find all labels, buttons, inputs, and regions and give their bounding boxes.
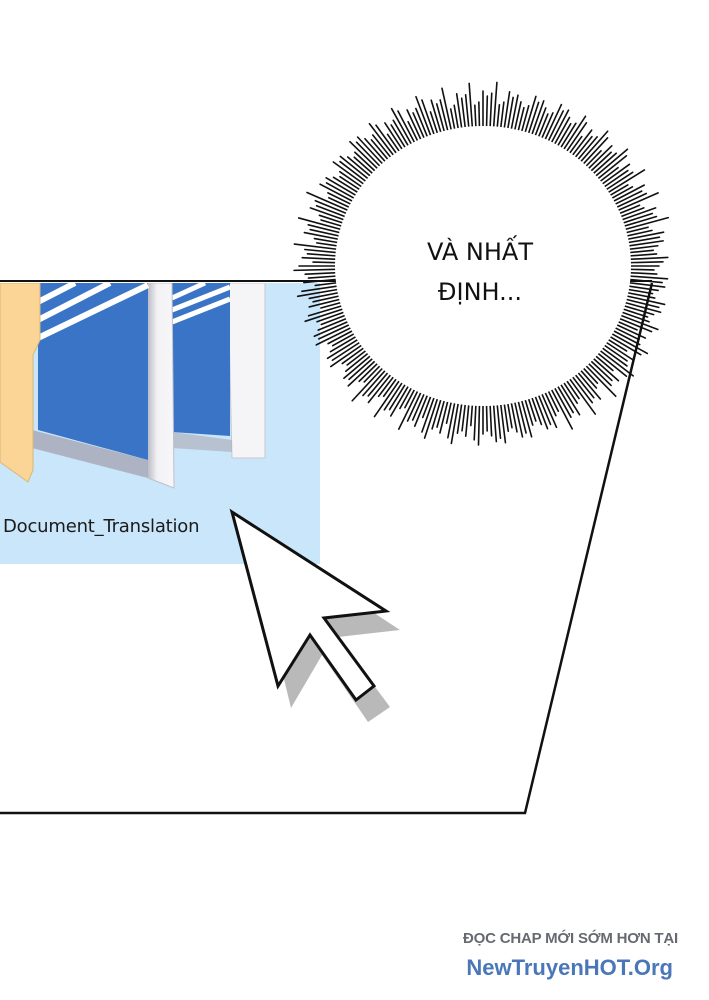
speech-line-2: ĐỊNH...	[437, 278, 523, 306]
speech-bubble-text: VÀ NHẤT ĐỊNH...	[400, 232, 560, 312]
file-name-label[interactable]: Document_Translation	[3, 516, 200, 537]
watermark-site-link[interactable]: NewTruyenHOT.Org	[466, 955, 673, 980]
watermark-tagline: ĐỌC CHAP MỚI SỚM HƠN TẠI	[463, 930, 678, 947]
speech-line-1: VÀ NHẤT	[426, 238, 533, 266]
